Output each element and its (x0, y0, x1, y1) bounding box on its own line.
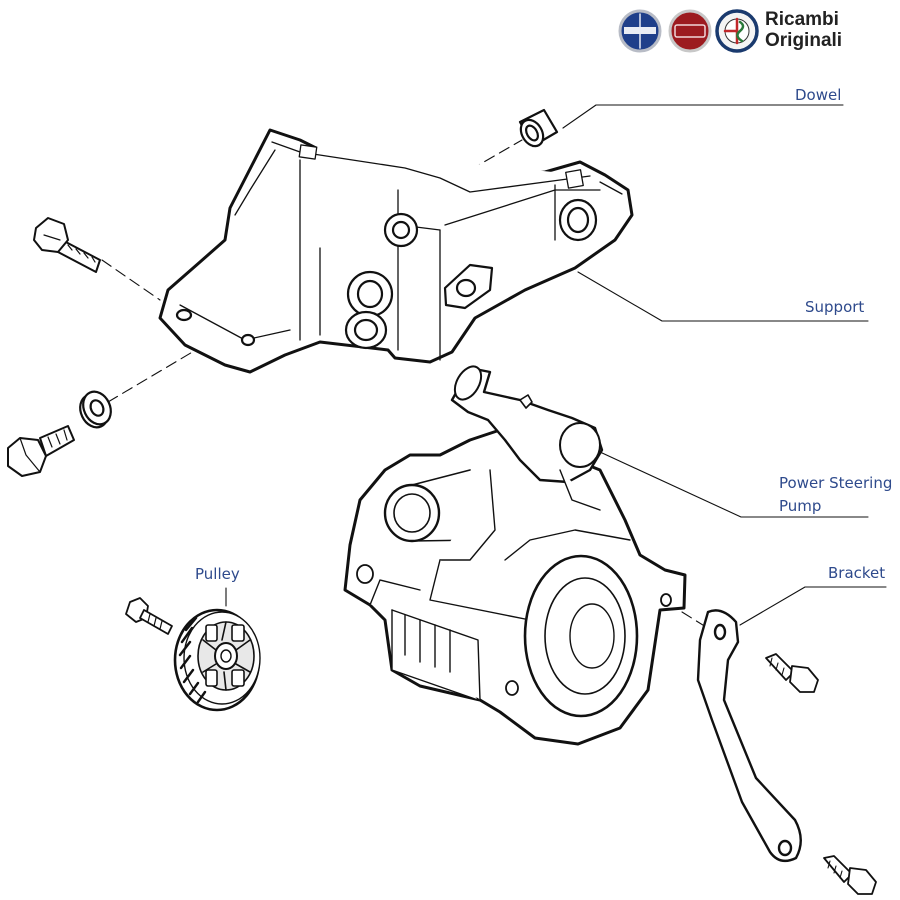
pump-label-line1: Power Steering (779, 474, 893, 492)
alfa-romeo-logo-icon (715, 9, 759, 53)
bracket-label: Bracket (828, 564, 886, 582)
dowel-label: Dowel (795, 86, 842, 104)
washer-part (79, 390, 112, 429)
support-leader-line (577, 271, 869, 322)
pump-label: Power Steering Pump (779, 472, 892, 518)
pump-leader-line (599, 451, 869, 518)
pulley-label: Pulley (195, 565, 240, 583)
support-part (158, 128, 634, 374)
brand-text-line2: Originali (765, 30, 843, 51)
lancia-logo-icon (618, 9, 662, 53)
support-label: Support (805, 298, 865, 316)
leader-lines (225, 104, 887, 626)
bracket-lower-bolt-part (823, 855, 877, 895)
pump-label-line2: Pump (779, 497, 822, 515)
pulley-part (173, 608, 261, 712)
dowel-part (518, 108, 559, 148)
fiat-logo-icon (668, 9, 712, 53)
brand-logos (618, 9, 759, 53)
bracket-part (696, 609, 802, 863)
brand-text-line1: Ricambi (765, 9, 839, 30)
pulley-bolt-part (125, 597, 173, 635)
brand-text: Ricambi Originali (765, 9, 842, 51)
lower-bolt-part (7, 425, 75, 477)
power-steering-pump-part (343, 365, 687, 746)
bracket-upper-bolt-part (765, 653, 819, 693)
dowel-leader-line (562, 104, 844, 129)
upper-bolt-part (33, 217, 101, 273)
bracket-leader-line (739, 586, 887, 626)
